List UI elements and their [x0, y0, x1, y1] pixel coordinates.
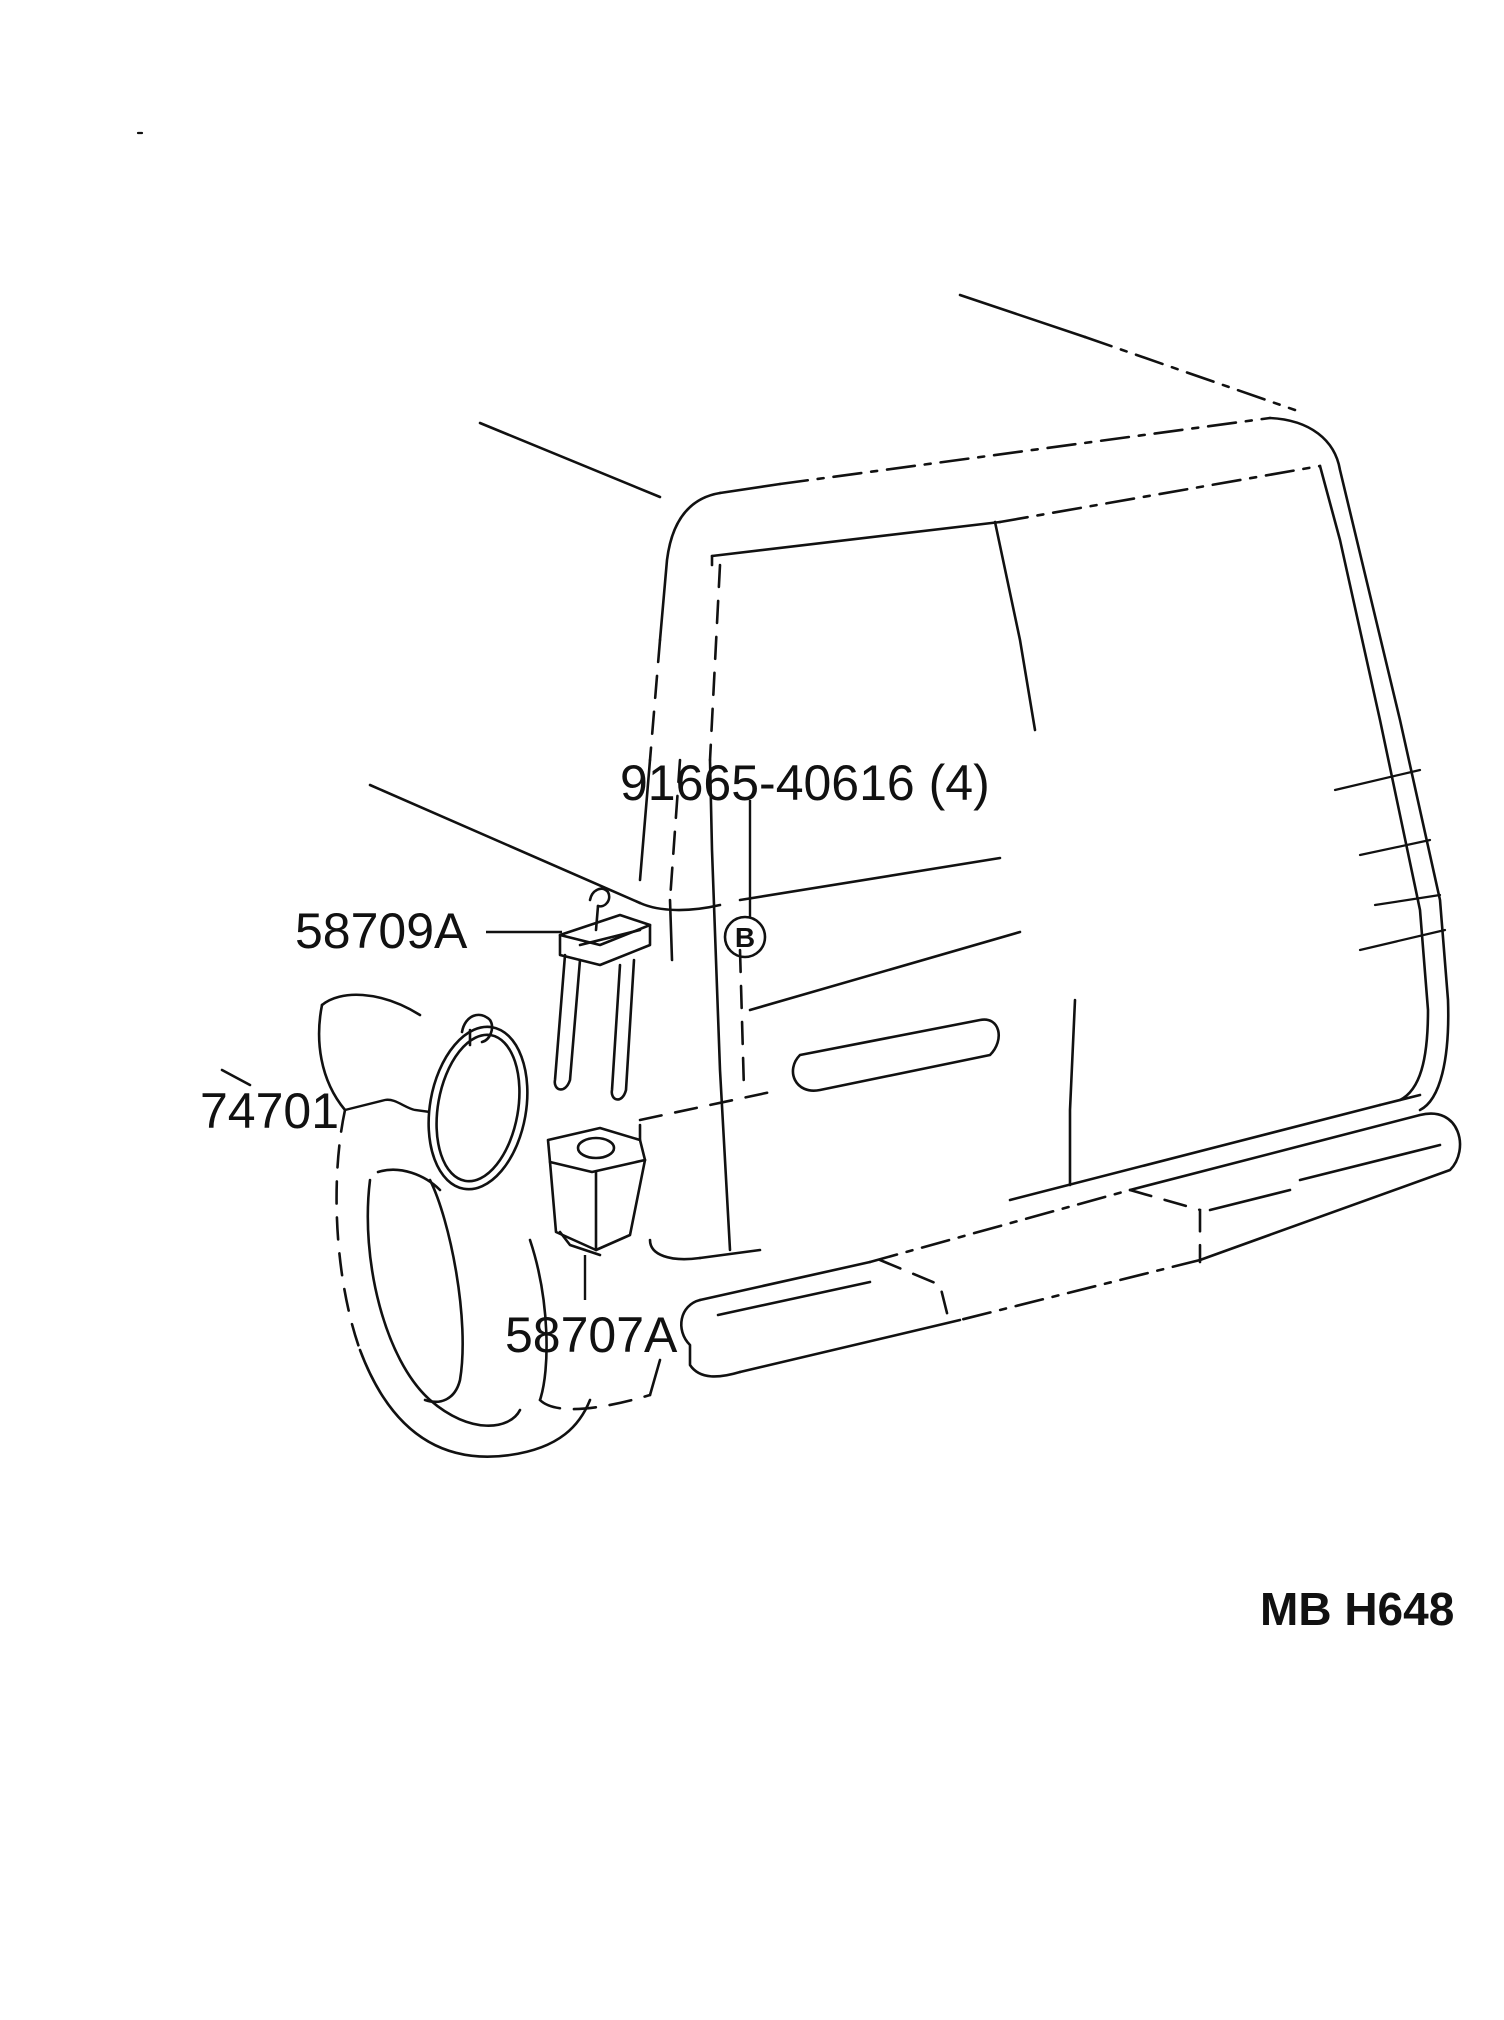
circled-reference-letter: B — [735, 922, 755, 953]
label-carrier-box: 58707A — [505, 1307, 678, 1363]
spare-tire — [220, 993, 662, 1458]
retainer-ring-74701 — [427, 1013, 529, 1191]
circled-reference-b: B — [723, 915, 767, 959]
label-retainer-ring: 74701 — [200, 1083, 339, 1139]
rear-bumper — [680, 1112, 1462, 1378]
carrier-box-58707a — [546, 1126, 647, 1257]
label-carrier-bracket: 58709A — [295, 903, 468, 959]
drawing-code: MB H648 — [1260, 1583, 1454, 1635]
leader-74701 — [344, 1098, 431, 1114]
label-bolt-91665: 91665-40616 (4) — [620, 755, 990, 811]
leader-lines — [344, 800, 752, 1300]
carrier-bracket-58709a — [553, 887, 652, 1101]
vehicle-body-outline — [368, 293, 1450, 1261]
